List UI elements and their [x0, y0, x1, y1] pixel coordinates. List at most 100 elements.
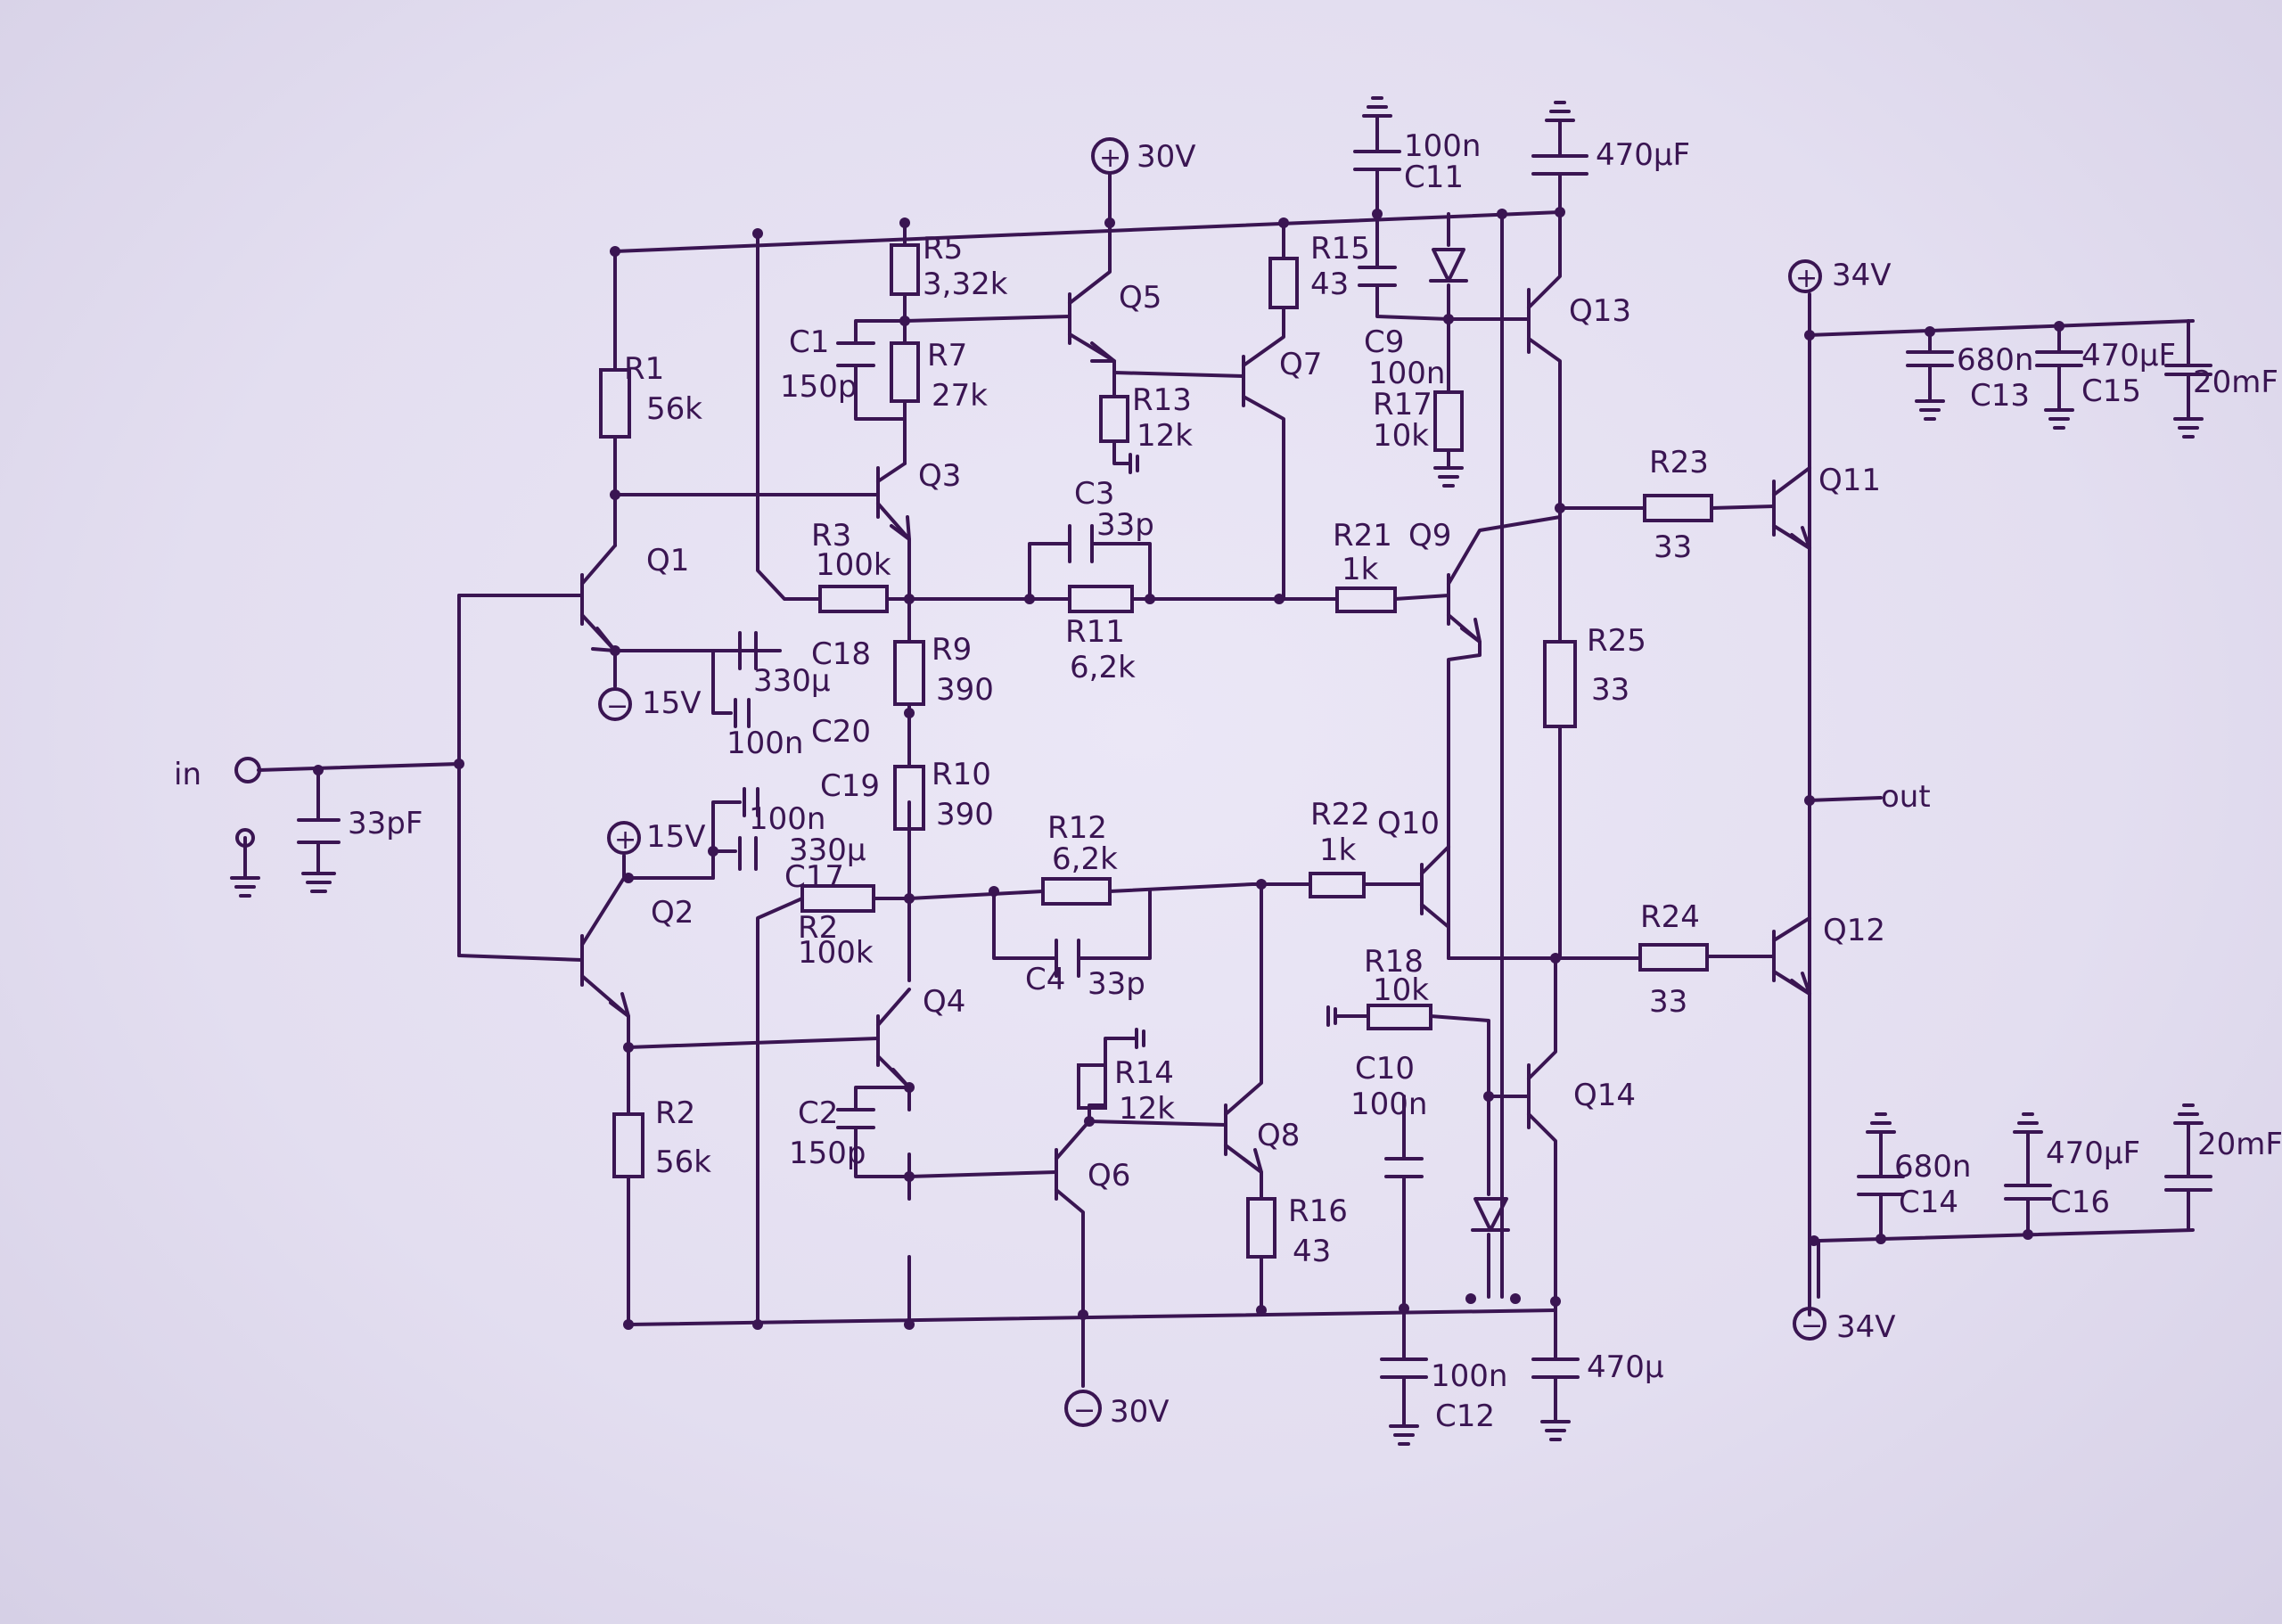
- terminal-30v-pos: [1091, 137, 1129, 175]
- wire-q4-coll: [876, 988, 911, 1027]
- label-r2-value: 56k: [655, 1144, 711, 1180]
- capacitor-c20m-bot: [2164, 1175, 2212, 1192]
- terminal-30v-neg: [1064, 1390, 1102, 1427]
- wire-q10-emit: [1420, 903, 1450, 960]
- label-c17-value: 330µ: [789, 833, 866, 868]
- wire-q5-coll: [1068, 221, 1112, 305]
- label-r9: R9: [932, 632, 972, 668]
- wire-q6-q8: [1088, 1120, 1227, 1127]
- label-c470-bot: 470µ: [1587, 1349, 1664, 1385]
- resistor-r2b: [800, 884, 875, 913]
- ground-c12: [1389, 1424, 1419, 1446]
- label-c18-value: 330µ: [753, 663, 831, 699]
- label-r25-value: 33: [1591, 672, 1629, 708]
- resistor-r22: [1309, 872, 1366, 898]
- label-r18-value: 10k: [1373, 972, 1429, 1008]
- label-r7-value: 27k: [932, 378, 988, 414]
- resistor-r7: [890, 341, 920, 403]
- label-q3: Q3: [918, 458, 961, 494]
- label-r2b-value: 100k: [798, 935, 874, 971]
- label-in: in: [174, 757, 201, 792]
- resistor-r9: [893, 640, 925, 706]
- terminal-15v-neg: [598, 687, 632, 721]
- label-q1: Q1: [646, 543, 689, 578]
- label-30v-neg: 30V: [1110, 1394, 1170, 1430]
- label-c20-value: 100n: [726, 726, 803, 761]
- ground-c14: [1866, 1112, 1896, 1134]
- label-r11: R11: [1065, 614, 1125, 650]
- diode-top: [1429, 248, 1468, 283]
- resistor-r5: [890, 243, 920, 296]
- label-r3: R3: [811, 518, 851, 554]
- wire-r23: [1558, 504, 1776, 510]
- ground-c20m-top: [2173, 417, 2204, 439]
- capacitor-c2: [836, 1108, 875, 1129]
- arrow-q12: [1790, 972, 1811, 996]
- capacitor-c14: [1857, 1175, 1905, 1196]
- resistor-r16: [1246, 1197, 1276, 1259]
- resistor-r15: [1268, 257, 1299, 309]
- wire-c9: [1375, 212, 1450, 321]
- resistor-r3: [818, 585, 889, 613]
- resistor-r10: [893, 765, 925, 831]
- wire-q6-emit: [1055, 1120, 1091, 1161]
- label-q13: Q13: [1569, 293, 1631, 329]
- arrow-q3: [890, 515, 911, 541]
- label-c13: C13: [1970, 378, 2030, 414]
- label-15v-pos-sign: +: [614, 824, 636, 856]
- wire-r8-q6base: [907, 1170, 1058, 1178]
- capacitor-c3: [1068, 524, 1094, 563]
- label-q6: Q6: [1088, 1158, 1130, 1193]
- label-q9: Q9: [1408, 518, 1451, 554]
- label-c1: C1: [789, 324, 829, 360]
- label-c11-value: 100n: [1404, 128, 1481, 164]
- resistor-r17: [1433, 390, 1464, 452]
- label-r14: R14: [1114, 1055, 1174, 1091]
- resistor-r14: [1077, 1063, 1107, 1110]
- ground-r13: [1129, 453, 1139, 474]
- resistor-r24: [1638, 943, 1709, 972]
- wire-q5-q7: [1112, 371, 1245, 378]
- label-r11-value: 6,2k: [1070, 650, 1136, 685]
- arrow-q9: [1460, 618, 1482, 644]
- label-r14-value: 12k: [1119, 1091, 1175, 1127]
- label-q10: Q10: [1377, 806, 1440, 841]
- wire-r12-line: [907, 882, 1424, 900]
- label-r25: R25: [1587, 623, 1646, 659]
- input-gnd-terminal: [235, 828, 255, 848]
- label-34v-pos: 34V: [1832, 258, 1892, 293]
- label-34v-pos-sign: +: [1795, 263, 1818, 294]
- input-terminal: [234, 757, 261, 783]
- label-r17: R17: [1373, 387, 1432, 422]
- capacitor-c470-bot: [1531, 1357, 1580, 1379]
- wire-q12-coll: [1772, 916, 1811, 942]
- resistor-r18: [1367, 1004, 1432, 1030]
- label-c4: C4: [1025, 962, 1065, 997]
- label-q2: Q2: [651, 895, 694, 931]
- label-30v-neg-sign: −: [1073, 1395, 1096, 1426]
- label-c16-value: 470µF: [2046, 1136, 2140, 1171]
- label-r16: R16: [1288, 1193, 1348, 1229]
- label-r21-value: 1k: [1342, 552, 1379, 587]
- label-r17-value: 10k: [1373, 418, 1429, 454]
- wire-q4-emit: [876, 1054, 911, 1326]
- wire-q10-coll: [1420, 845, 1450, 875]
- label-q8: Q8: [1257, 1118, 1300, 1153]
- capacitor-c18: [738, 631, 758, 670]
- label-q4: Q4: [923, 984, 965, 1020]
- wire-q7-emit: [1242, 221, 1285, 367]
- ground-c11: [1362, 96, 1392, 118]
- capacitor-c11: [1353, 150, 1401, 171]
- label-c18: C18: [811, 636, 871, 672]
- wire-q2-emit: [580, 974, 630, 1326]
- wire-input: [257, 762, 461, 772]
- capacitor-c10: [1384, 1157, 1424, 1178]
- label-c1-value: 150p: [780, 369, 857, 405]
- capacitor-c16: [2004, 1184, 2052, 1201]
- label-r1-value: 56k: [646, 391, 702, 427]
- wire-q13-coll: [1527, 210, 1562, 309]
- resistor-r12: [1041, 877, 1112, 906]
- label-r18: R18: [1364, 944, 1424, 980]
- label-r12-value: 6,2k: [1052, 841, 1118, 877]
